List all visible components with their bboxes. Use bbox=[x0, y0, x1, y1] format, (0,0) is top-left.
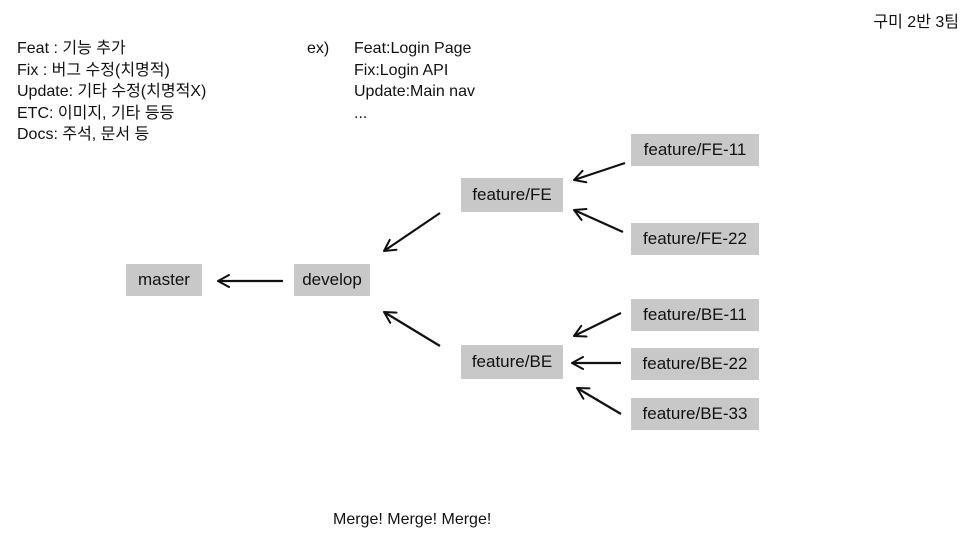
example-feat: Feat:Login Page bbox=[354, 40, 472, 57]
arrow-be-to-develop bbox=[383, 311, 441, 347]
branch-feature-be-33: feature/BE-33 bbox=[631, 398, 759, 430]
example-label: ex) bbox=[307, 40, 330, 57]
arrow-fe22-to-fe bbox=[573, 208, 624, 234]
commit-examples: Feat:Login Page Fix:Login API Update:Mai… bbox=[354, 38, 475, 124]
legend-item-update: Update: 기타 수정(치명적X) bbox=[17, 83, 207, 100]
branch-feature-fe: feature/FE bbox=[461, 178, 563, 212]
team-label: 구미 2반 3팀 bbox=[873, 14, 959, 31]
branch-feature-be: feature/BE bbox=[461, 345, 563, 379]
commit-type-legend: Feat : 기능 추가 Fix : 버그 수정(치명적) Update: 기타… bbox=[17, 38, 206, 146]
branch-feature-fe-11: feature/FE-11 bbox=[631, 134, 759, 166]
branch-feature-fe-22: feature/FE-22 bbox=[631, 223, 759, 255]
merge-caption: Merge! Merge! Merge! bbox=[333, 511, 492, 528]
arrow-be33-to-be bbox=[576, 387, 622, 415]
branch-feature-be-11: feature/BE-11 bbox=[631, 299, 759, 331]
legend-item-feat: Feat : 기능 추가 bbox=[17, 40, 126, 57]
legend-item-etc: ETC: 이미지, 기타 등등 bbox=[17, 104, 175, 122]
arrow-be11-to-be bbox=[573, 312, 622, 338]
branch-master: master bbox=[126, 264, 202, 296]
example-ellipsis: ... bbox=[354, 104, 368, 122]
example-update: Update:Main nav bbox=[354, 83, 475, 100]
branch-feature-be-22: feature/BE-22 bbox=[631, 348, 759, 380]
legend-item-fix: Fix : 버그 수정(치명적) bbox=[17, 61, 170, 79]
example-fix: Fix:Login API bbox=[354, 61, 449, 79]
arrow-fe-to-develop bbox=[383, 212, 441, 252]
legend-item-docs: Docs: 주석, 문서 등 bbox=[17, 126, 150, 143]
branch-develop: develop bbox=[294, 264, 370, 296]
arrow-fe11-to-fe bbox=[573, 161, 626, 184]
